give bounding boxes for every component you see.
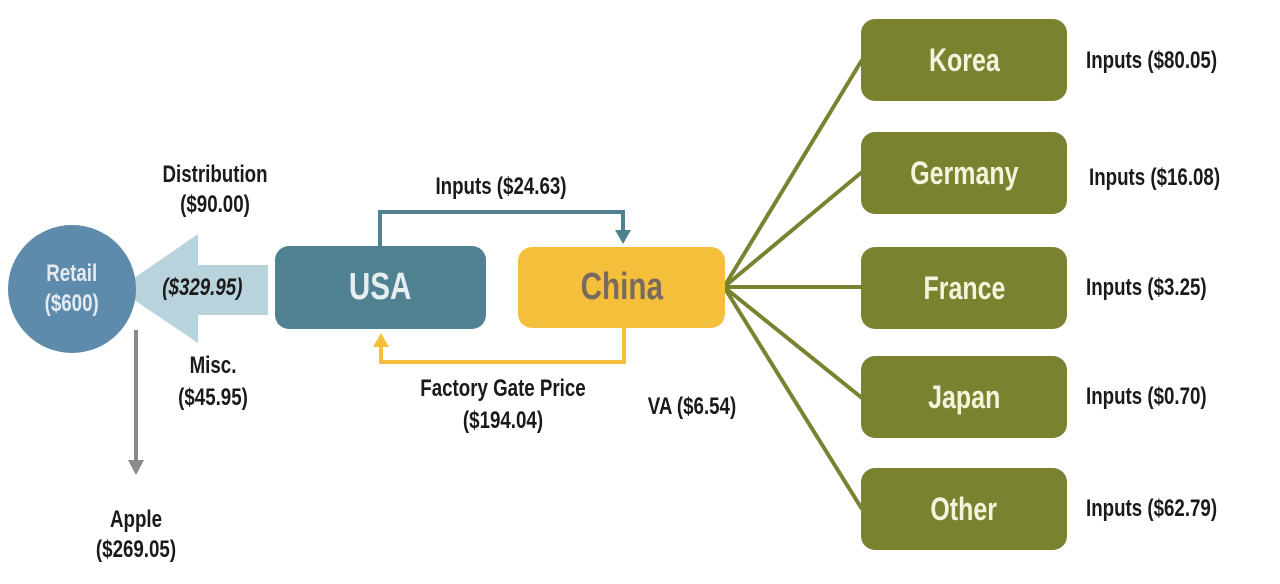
- retail-label: Retail: [46, 260, 98, 287]
- country-inputs-germany: Inputs ($16.08): [1089, 164, 1221, 191]
- distribution-label: Distribution ($90.00): [162, 161, 268, 218]
- factory-gate-arrowhead: [373, 333, 389, 347]
- usa-inputs-arrowhead: [615, 230, 631, 244]
- country-inputs-japan: Inputs ($0.70): [1086, 383, 1207, 410]
- country-node-germany: Germany: [861, 132, 1067, 214]
- china-country-connectors: [722, 58, 864, 511]
- country-inputs-korea: Inputs ($80.05): [1086, 47, 1218, 74]
- retail-value: ($600): [44, 290, 100, 317]
- connector-germany: [722, 170, 864, 289]
- country-inputs-other: Inputs ($62.79): [1086, 495, 1218, 522]
- china-label: China: [580, 266, 663, 308]
- usa-to-retail-value: ($329.95): [162, 274, 243, 301]
- connector-japan: [722, 285, 864, 400]
- usa-inputs-arrow: [378, 210, 625, 246]
- connector-other: [722, 285, 864, 511]
- apple-label: Apple ($269.05): [95, 506, 177, 563]
- country-name: Germany: [909, 154, 1019, 191]
- country-node-korea: Korea: [861, 19, 1067, 101]
- retail-node: Retail ($600): [8, 225, 136, 353]
- country-name: Korea: [928, 41, 1000, 78]
- factory-gate-label: Factory Gate Price ($194.04): [420, 375, 586, 434]
- country-node-france: France: [861, 247, 1067, 329]
- country-node-japan: Japan: [861, 356, 1067, 438]
- country-node-other: Other: [861, 468, 1067, 550]
- connector-korea: [722, 58, 864, 289]
- country-inputs-france: Inputs ($3.25): [1086, 274, 1207, 301]
- factory-gate-arrow: [379, 328, 626, 364]
- country-name: France: [923, 269, 1005, 306]
- usa-to-retail-arrow: [118, 234, 268, 343]
- china-node: China: [518, 247, 725, 328]
- usa-node: USA: [275, 246, 486, 329]
- apple-arrowhead: [128, 460, 144, 475]
- country-name: Other: [930, 490, 998, 527]
- misc-label: Misc. ($45.95): [178, 352, 248, 411]
- country-name: Japan: [927, 378, 1001, 415]
- usa-inputs-label: Inputs ($24.63): [435, 173, 567, 200]
- china-va-label: VA ($6.54): [647, 393, 737, 420]
- usa-label: USA: [349, 266, 412, 308]
